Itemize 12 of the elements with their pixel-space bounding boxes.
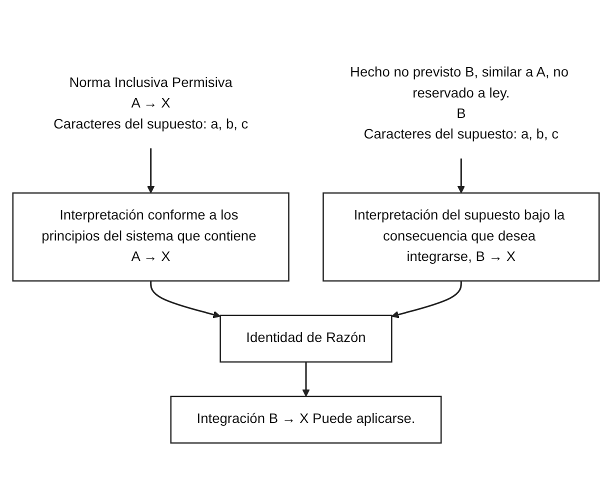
arrow — [457, 158, 465, 194]
node-box — [322, 192, 600, 282]
node-text: Norma Inclusiva Permisiva A → X Caracteres del supuesto: a, b, c — [53, 76, 248, 132]
flowchart: Norma Inclusiva Permisiva A → X Caracteres del supuesto: a, b, c Hecho no previsto B, similar a A, no reservado a ley. B Caracteres del supuesto: a, b, c Interpretación conforme a los principios del sistema que contiene A → X Interpretación del supuesto bajo la consecuencia que desea integrarse, B → X Identidad de Razón Integración B → X Puede aplicarse. — [6, 43, 606, 450]
arrow — [391, 280, 462, 318]
arrow — [147, 148, 155, 194]
arrow — [150, 280, 221, 318]
arrow — [302, 362, 310, 397]
node-text: Hecho no previsto B, similar a A, no reservado a ley. B Caracteres del supuesto: a, b, c — [350, 65, 568, 142]
node-box — [220, 314, 392, 363]
node-box — [170, 396, 442, 444]
node-box — [12, 192, 290, 282]
